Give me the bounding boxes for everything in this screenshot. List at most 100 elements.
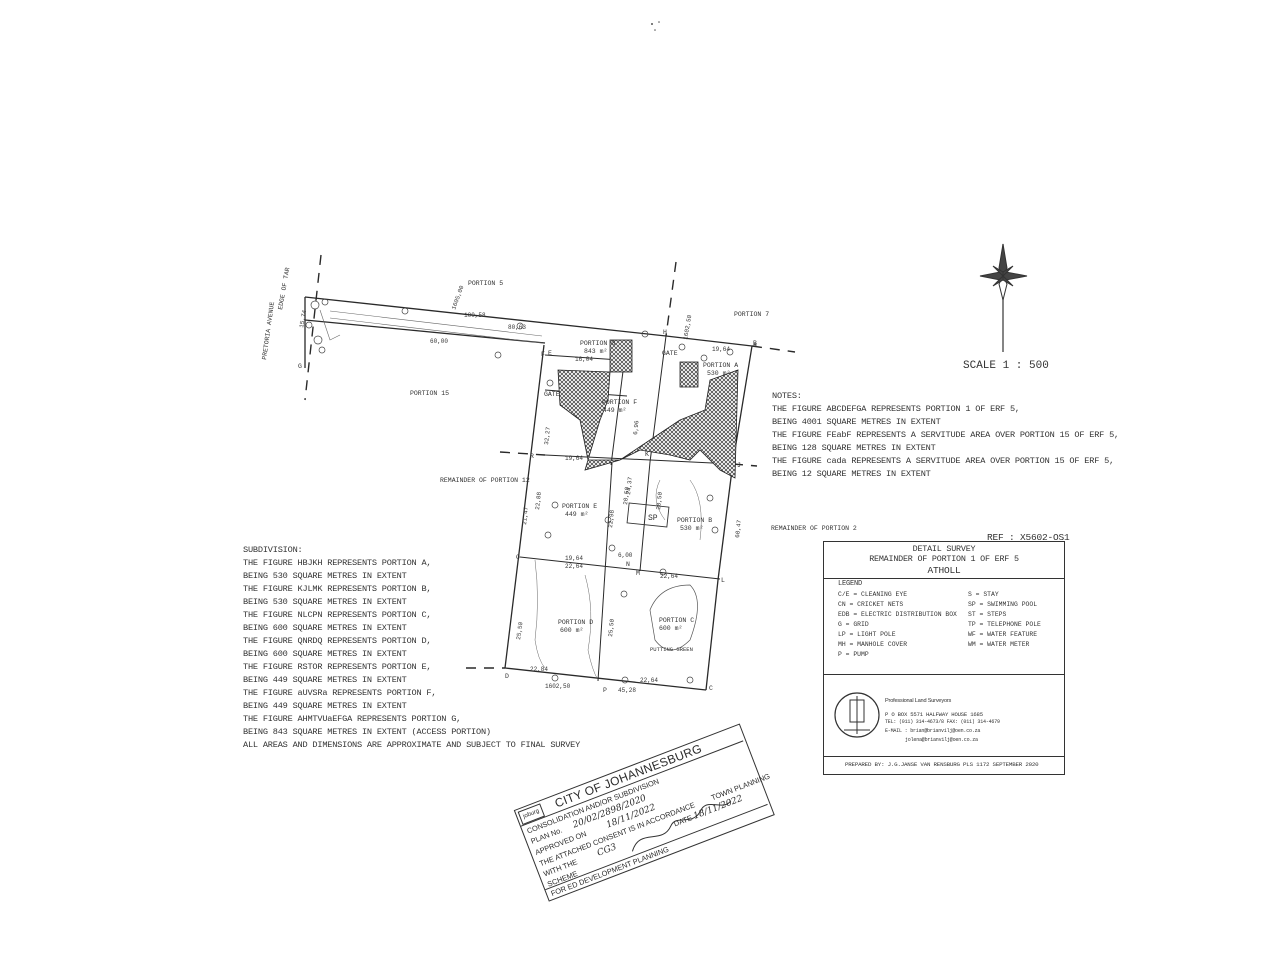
subdivision-line: THE FIGURE QNRDQ REPRESENTS PORTION D, xyxy=(243,636,432,646)
point-k: K xyxy=(645,451,649,458)
legend-item: EDB = ELECTRIC DISTRIBUTION BOX xyxy=(838,611,957,618)
legend-item: ST = STEPS xyxy=(968,611,1007,618)
subdivision-line: BEING 449 SQUARE METRES IN EXTENT xyxy=(243,675,407,685)
point-l: L xyxy=(721,577,725,584)
label-portion-15: PORTION 15 xyxy=(410,390,449,397)
subdivision-line: BEING 600 SQUARE METRES IN EXTENT xyxy=(243,649,407,659)
dim-16-04: 16,04 xyxy=(575,356,593,363)
title-line-2: REMAINDER OF PORTION 1 OF ERF 5 xyxy=(869,554,1019,565)
legend-heading: LEGEND xyxy=(838,580,863,588)
parcel-boundary xyxy=(304,296,753,691)
title-block-header: DETAIL SURVEY REMAINDER OF PORTION 1 OF … xyxy=(824,542,1064,579)
prepared-by: PREPARED BY: J.G.JANSE VAN RENSBURG PLS … xyxy=(845,761,1039,768)
vegetation-lines xyxy=(534,479,702,681)
title-block: DETAIL SURVEY REMAINDER OF PORTION 1 OF … xyxy=(823,541,1065,775)
dim-25-50-a: 25,50 xyxy=(515,621,524,640)
notes-line: BEING 12 SQUARE METRES IN EXTENT xyxy=(772,469,931,479)
surveyor-logo-icon xyxy=(834,692,880,738)
label-portion-5: PORTION 5 xyxy=(468,280,503,287)
point-o: O xyxy=(516,554,520,561)
label-portion-c-area: 600 m² xyxy=(659,625,682,632)
firm-section: Professional Land Surveyors P O BOX 5571… xyxy=(824,674,1064,757)
swimming-pool xyxy=(626,502,670,528)
dim-19-64-b: 19,64 xyxy=(565,455,583,462)
notes-line: THE FIGURE FEabF REPRESENTS A SERVITUDE … xyxy=(772,430,1119,440)
legend-item: C/E = CLEANING EYE xyxy=(838,591,908,598)
label-portion-7: PORTION 7 xyxy=(734,311,769,318)
subdivision-line: THE FIGURE AHMTVUaEFGA REPRESENTS PORTIO… xyxy=(243,714,462,724)
label-gate-2: GATE xyxy=(662,350,678,357)
label-portion-d-area: 600 m² xyxy=(560,627,583,634)
dim-1602-bottom: 1602,50 xyxy=(545,683,571,690)
notes-block: NOTES: THE FIGURE ABCDEFGA REPRESENTS PO… xyxy=(772,392,1119,483)
dim-20-50-a: 20,50 xyxy=(655,491,664,510)
notes-line: BEING 128 SQUARE METRES IN EXTENT xyxy=(772,443,936,453)
legend-item: WF = WATER FEATURE xyxy=(968,631,1038,638)
legend-item: SP = SWIMMING POOL xyxy=(968,601,1038,608)
point-b: B xyxy=(753,340,757,347)
dim-21-47: 21,47 xyxy=(521,506,530,525)
dim-22-88: 22,88 xyxy=(534,491,543,510)
legend-item: P = PUMP xyxy=(838,651,869,658)
subdivision-line: THE FIGURE NLCPN REPRESENTS PORTION C, xyxy=(243,610,432,620)
point-labels: A B C D E F G H J K L M N O P R xyxy=(298,329,757,694)
label-pretoria-avenue: PRETORIA AVENUE xyxy=(261,301,276,360)
dim-6-00: 6,00 xyxy=(618,552,633,559)
legend-item: G = GRID xyxy=(838,621,869,628)
label-portion-f-area: 449 m² xyxy=(603,407,626,414)
label-putting-green: PUTTING GREEN xyxy=(650,646,693,653)
point-j: J xyxy=(737,462,741,469)
subdivision-line: BEING 600 SQUARE METRES IN EXTENT xyxy=(243,623,407,633)
subdivision-line: THE FIGURE aUVSRa REPRESENTS PORTION F, xyxy=(243,688,437,698)
firm-line: TEL: (011) 314-4673/8 FAX: (011) 314-467… xyxy=(885,719,1000,725)
notes-line: BEING 4001 SQUARE METRES IN EXTENT xyxy=(772,417,941,427)
legend-item: CN = CRICKET NETS xyxy=(838,601,904,608)
dim-60-00: 60,00 xyxy=(430,338,448,345)
point-d: D xyxy=(505,673,509,680)
dimension-labels: 1605,00 100,58 80,63 60,00 1602,50 19,64… xyxy=(298,284,743,694)
driveway xyxy=(319,309,543,344)
point-c: C xyxy=(709,685,713,692)
title-line-1: DETAIL SURVEY xyxy=(912,544,976,554)
approval-stamp: joburg CITY OF JOHANNESBURG CONSOLIDATIO… xyxy=(513,723,775,902)
point-a: A xyxy=(753,342,757,349)
legend-item: WM = WATER METER xyxy=(968,641,1030,648)
dim-19-64-c: 19,64 xyxy=(565,555,583,562)
legend-section: LEGEND C/E = CLEANING EYE S = STAY CN = … xyxy=(824,578,1064,675)
label-portion-b: PORTION B xyxy=(677,517,712,524)
point-n: N xyxy=(626,561,630,568)
putting-green-shape xyxy=(649,584,698,651)
dim-60-47: 60,47 xyxy=(734,519,743,538)
point-e: E xyxy=(548,350,552,357)
legend-item: TP = TELEPHONE POLE xyxy=(968,621,1041,628)
dim-45-28: 45,28 xyxy=(618,687,636,694)
subdivision-line: BEING 530 SQUARE METRES IN EXTENT xyxy=(243,571,407,581)
dim-32-27: 32,27 xyxy=(543,426,552,445)
dim-15-74: 15,74 xyxy=(298,309,308,328)
tree-icons xyxy=(305,298,734,684)
subdivision-line: BEING 449 SQUARE METRES IN EXTENT xyxy=(243,701,407,711)
label-portion-f: PORTION F xyxy=(602,399,637,406)
subdivision-line: THE FIGURE KJLMK REPRESENTS PORTION B, xyxy=(243,584,432,594)
dim-80-63: 80,63 xyxy=(508,324,526,331)
dim-24-37: 24,37 xyxy=(625,476,634,495)
point-g: G xyxy=(298,363,302,370)
dim-22-98: 22,98 xyxy=(607,509,616,528)
subdivision-line: BEING 530 SQUARE METRES IN EXTENT xyxy=(243,597,407,607)
dim-1602-top: 1602,50 xyxy=(682,314,693,340)
legend-grid: C/E = CLEANING EYE S = STAY CN = CRICKET… xyxy=(838,591,1078,658)
notes-line: THE FIGURE ABCDEFGA REPRESENTS PORTION 1… xyxy=(772,404,1020,414)
subdivision-heading: SUBDIVISION: xyxy=(243,545,303,555)
point-r: R xyxy=(530,453,534,460)
label-portion-g-area: 843 m² xyxy=(584,348,607,355)
subdivision-line: THE FIGURE HBJKH REPRESENTS PORTION A, xyxy=(243,558,432,568)
dim-6-96: 6,96 xyxy=(632,420,641,435)
legend-item: S = STAY xyxy=(968,591,999,598)
scale-label: SCALE 1 : 500 xyxy=(963,360,1049,372)
firm-line: P O BOX 5571 HALFWAY HOUSE 1685 xyxy=(885,711,983,718)
dim-22-64-b: 22,64 xyxy=(660,573,678,580)
notes-heading: NOTES: xyxy=(772,391,802,401)
extension-lines xyxy=(304,254,796,669)
legend-item: LP = LIGHT POLE xyxy=(838,631,896,638)
dim-19-64-a: 19,64 xyxy=(712,346,730,353)
